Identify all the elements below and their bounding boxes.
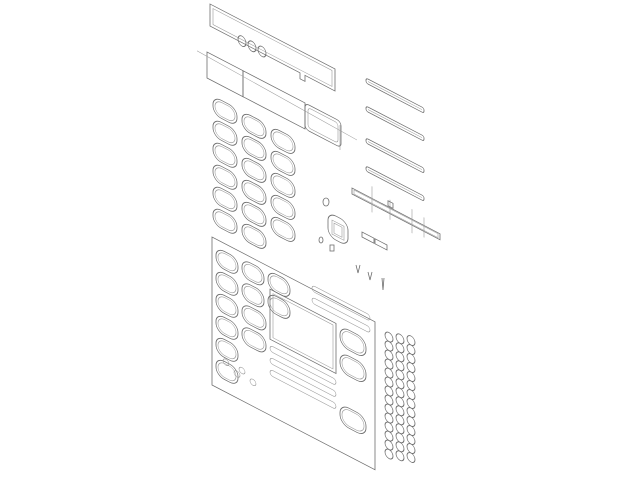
contact-strip [365,78,425,113]
contact-strip [365,138,425,173]
small-ring [222,358,230,366]
key-cap [241,113,267,139]
key-cap [270,150,296,176]
key-cap [241,327,267,353]
key-cap [270,128,296,154]
key-cap [212,142,238,168]
key-cap [212,208,238,234]
key-cap [241,283,265,308]
small-ring [249,378,257,387]
key-cap [212,120,238,146]
ring-array [384,331,416,463]
key-cap [270,216,296,242]
key-cap [215,271,239,296]
ring [406,452,416,463]
component-strip [351,186,441,241]
contact-strip [365,106,425,141]
key-cap [215,293,239,318]
key-cap [241,201,267,227]
upper-key-grid [212,98,296,249]
small-ring [238,366,246,375]
key-cap [339,354,367,382]
key-cap [270,194,296,220]
key-cap [267,272,291,297]
key-cap [241,305,267,331]
top-housing-bar [209,3,336,92]
key-cap [215,337,239,362]
contact-strip [365,166,425,201]
small-rings [237,35,267,58]
contact-strips [365,78,425,201]
keypad-panel [211,236,376,471]
ring [395,450,405,462]
ring [384,448,394,460]
display-frame [196,50,358,147]
key-cap [241,179,267,205]
key-cap [339,328,367,356]
small-ring [233,370,241,378]
small-parts [318,197,388,291]
key-cap [212,164,238,190]
key-cap [241,261,265,286]
display-window [269,288,337,375]
key-cap [267,294,291,319]
key-cap [241,157,267,183]
key-cap [215,249,239,274]
key-cap [212,186,238,212]
key-cap [215,315,239,340]
key-cap [339,406,367,434]
key-cap [241,135,267,161]
key-cap [270,172,296,198]
key-cap [212,98,238,124]
key-cap [241,223,267,249]
